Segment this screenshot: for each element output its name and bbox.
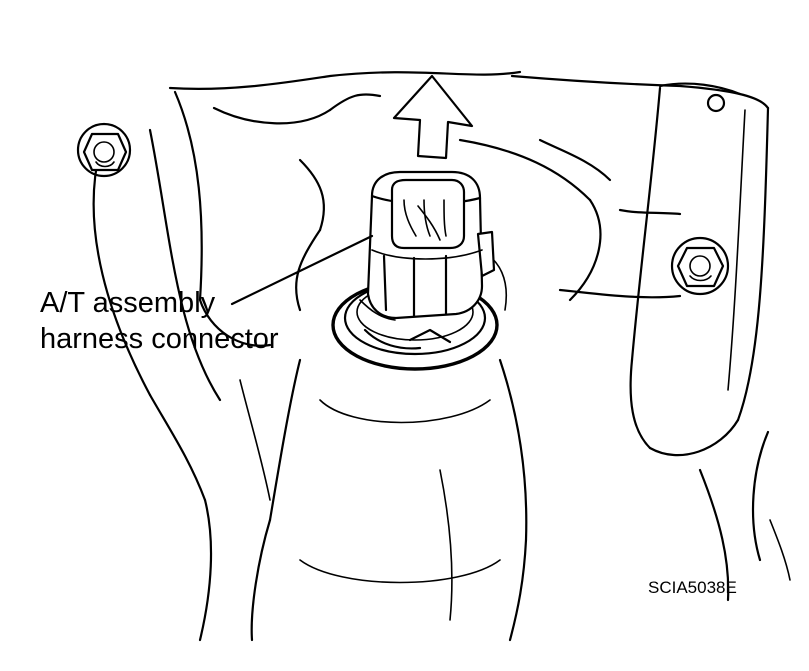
lower-right-casting [698,430,791,602]
transmission-tube [250,358,528,642]
hex-bolt-icon [670,236,730,296]
callout-label-line-2: harness connector [40,323,279,355]
transmission-housing-outline [92,70,770,642]
callout-label-line-1: A/T assembly [40,287,216,319]
figure-id-label: SCIA5038E [648,578,737,597]
hex-bolt-icon [76,122,132,178]
harness-connector [366,170,496,320]
callout-leader-line [230,234,374,306]
up-arrow-icon [392,74,474,160]
